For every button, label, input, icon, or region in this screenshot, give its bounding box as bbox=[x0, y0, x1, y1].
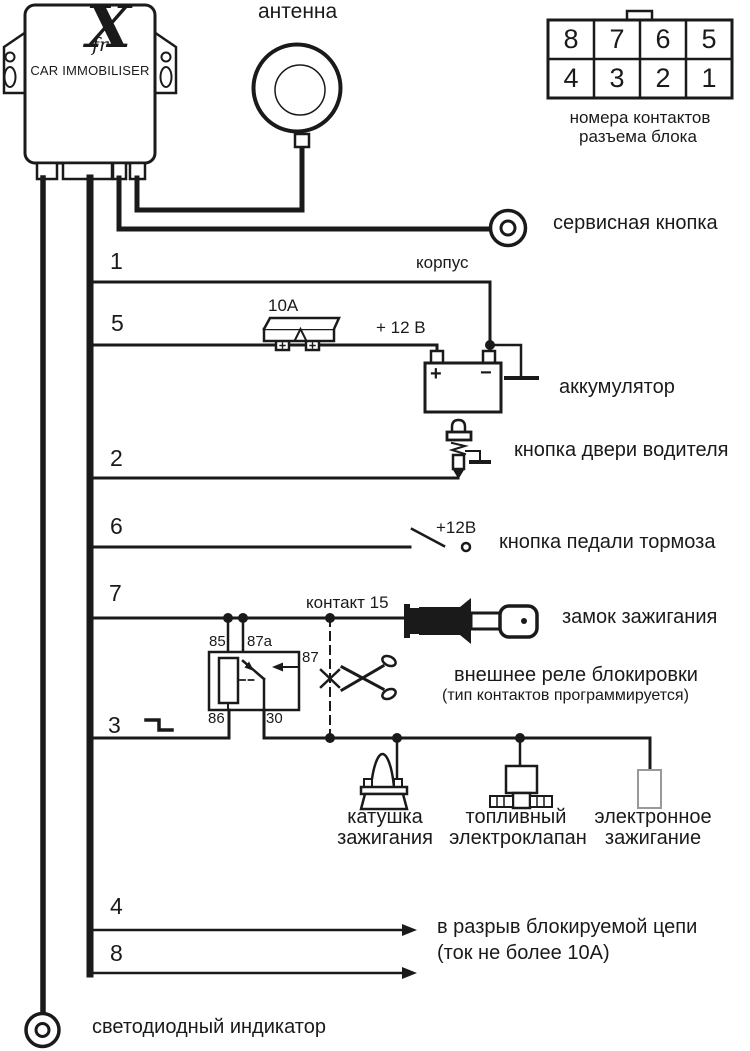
relay-pin-87: 87 bbox=[302, 649, 319, 666]
antenna-wire bbox=[134, 144, 305, 213]
electronic-ignition-label: зажигание bbox=[604, 827, 702, 849]
cut-x-mark bbox=[319, 668, 341, 689]
wire-number-6: 6 bbox=[110, 513, 123, 539]
battery-icon bbox=[423, 349, 503, 414]
pinout-cell: 3 bbox=[609, 63, 625, 93]
pinout-cell: 6 bbox=[655, 24, 671, 54]
coil-label: зажигания bbox=[337, 827, 433, 849]
battery-ground-wire bbox=[488, 343, 523, 379]
relay-icon bbox=[207, 616, 301, 712]
service-button-icon bbox=[488, 208, 528, 248]
relay-pin-86: 86 bbox=[208, 710, 225, 727]
wire-4-arrow-icon bbox=[402, 924, 417, 936]
pinout-caption: номера контактов bbox=[569, 108, 711, 127]
break-circuit-note: (ток не более 10А) bbox=[437, 942, 610, 964]
brand-logo-script: fr bbox=[92, 34, 109, 56]
mounting-ear-right-icon bbox=[152, 29, 178, 95]
led-indicator-icon bbox=[24, 1011, 61, 1049]
electronic-ignition-label: электронное bbox=[594, 806, 712, 828]
pinout-cell: 4 bbox=[563, 63, 579, 93]
wire-number-1: 1 bbox=[110, 248, 123, 274]
scissors-icon bbox=[339, 654, 397, 701]
door-pin-switch-icon bbox=[445, 418, 491, 479]
service-button-wire bbox=[116, 175, 494, 232]
wire-3-line bbox=[86, 708, 231, 740]
pinout-cell: 7 bbox=[609, 24, 625, 54]
battery-plus-sign: + bbox=[430, 363, 442, 385]
contact-15-label: контакт 15 bbox=[306, 593, 389, 612]
mounting-ear-left-icon bbox=[2, 29, 28, 95]
battery-minus-sign: − bbox=[480, 362, 492, 384]
antenna-label: антенна bbox=[258, 0, 338, 23]
wire-8-arrow-icon bbox=[402, 967, 417, 979]
relay-pin-87a: 87a bbox=[247, 633, 273, 650]
relay-label: внешнее реле блокировки bbox=[454, 664, 698, 686]
fuse-icon bbox=[262, 316, 341, 352]
antenna-icon bbox=[251, 42, 343, 149]
wire-1-line bbox=[86, 280, 492, 353]
pinout-cell: 8 bbox=[563, 24, 579, 54]
service-button-label: сервисная кнопка bbox=[553, 212, 718, 234]
wire-number-7: 7 bbox=[109, 580, 122, 606]
relay-pin-30: 30 bbox=[266, 710, 283, 727]
brake-voltage-label: +12В bbox=[436, 518, 477, 537]
brake-button-label: кнопка педали тормоза bbox=[499, 531, 716, 553]
wire-5-line bbox=[86, 343, 439, 354]
fuel-valve-icon bbox=[489, 764, 553, 810]
ignition-coil-icon bbox=[359, 752, 409, 811]
coil-label: катушка bbox=[347, 806, 423, 828]
relay-pin-85: 85 bbox=[209, 633, 226, 650]
junction-dot bbox=[325, 733, 335, 743]
door-button-label: кнопка двери водителя bbox=[514, 439, 729, 461]
wire-number-8: 8 bbox=[110, 940, 123, 966]
wire-number-4: 4 bbox=[110, 893, 123, 919]
pinout-cell: 5 bbox=[701, 24, 717, 54]
relay-sublabel: (тип контактов программируется) bbox=[442, 687, 689, 704]
blocked-circuit-line bbox=[262, 708, 652, 772]
ignition-lock-icon bbox=[404, 598, 539, 644]
device-title: CAR IMMOBILISER bbox=[30, 63, 150, 78]
pinout-caption: разъема блока bbox=[579, 127, 697, 146]
fuel-valve-label: электроклапан bbox=[449, 827, 587, 849]
battery-label: аккумулятор bbox=[559, 376, 675, 398]
pinout-cell: 2 bbox=[655, 63, 671, 93]
fuel-valve-label: топливный bbox=[465, 806, 567, 828]
wire-number-3: 3 bbox=[108, 712, 121, 738]
fuse-label: 10А bbox=[268, 296, 299, 315]
electronic-ignition-icon bbox=[637, 769, 662, 809]
pinout-cell: 1 bbox=[701, 63, 717, 93]
voltage-label: + 12 В bbox=[376, 318, 426, 337]
break-circuit-label: в разрыв блокируемой цепи bbox=[437, 916, 698, 938]
wire-number-2: 2 bbox=[110, 445, 123, 471]
led-indicator-label: светодиодный индикатор bbox=[92, 1016, 326, 1038]
chassis-label: корпус bbox=[416, 253, 469, 272]
wire-3-pulse-icon bbox=[144, 718, 174, 732]
brand-logo: X bbox=[86, 0, 132, 61]
connector-stubs bbox=[35, 161, 147, 181]
brake-switch-icon bbox=[410, 527, 472, 553]
ignition-lock-label: замок зажигания bbox=[562, 606, 718, 628]
wire-number-5: 5 bbox=[111, 310, 124, 336]
pinout-grid bbox=[546, 9, 734, 100]
